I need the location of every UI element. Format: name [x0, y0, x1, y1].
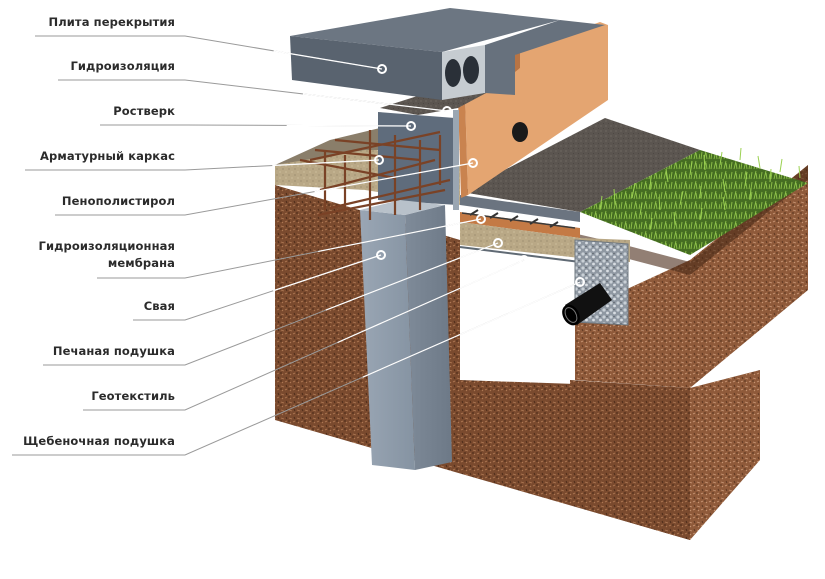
label-line: Печаная подушка: [52, 344, 175, 358]
label-pile: Свая: [144, 298, 175, 315]
label-line: Гидроизоляция: [70, 59, 175, 73]
leader-line-inner-eps: [314, 162, 474, 193]
label-gravel-bed: Щебеночная подушка: [23, 433, 175, 450]
marker-grillage: [406, 121, 416, 131]
marker-geotextile: [519, 255, 529, 265]
label-line: Арматурный каркас: [40, 149, 175, 163]
label-line: Свая: [143, 299, 175, 313]
label-grillage: Ростверк: [113, 103, 175, 120]
leader-lines: [12, 35, 585, 456]
grillage-edge: [453, 110, 459, 210]
label-membrane: Гидроизоляционная мембрана: [39, 238, 175, 272]
marker-sand-bed: [493, 238, 503, 248]
eps-wall-edge: [458, 95, 468, 198]
pile-top: [360, 200, 445, 215]
label-geotextile: Геотекстиль: [91, 388, 175, 405]
label-eps: Пенополистирол: [62, 193, 175, 210]
soil-lower-block: [570, 380, 690, 540]
label-sand-bed: Печаная подушка: [53, 343, 175, 360]
leader-line-inner-rebar-cage: [272, 159, 380, 167]
slab-hollow-1: [445, 59, 461, 87]
leader-line-inner-grillage: [286, 124, 412, 127]
label-waterproofing: Гидроизоляция: [70, 58, 175, 75]
blind-area-eps: [460, 212, 580, 238]
label-line: Ростверк: [113, 104, 175, 118]
wall-vent-pipe: [512, 122, 528, 142]
marker-membrane: [476, 214, 486, 224]
marker-rebar-cage: [374, 155, 384, 165]
label-line: мембрана: [107, 256, 175, 270]
leader-line-inner-geotextile: [337, 259, 525, 344]
slab-top: [290, 8, 560, 52]
label-rebar-cage: Арматурный каркас: [40, 148, 175, 165]
rebar-cage: [299, 130, 451, 220]
leader-line-inner-pile: [273, 254, 382, 292]
grass-blades: [599, 147, 801, 231]
label-line: Пенополистирол: [61, 194, 175, 208]
marker-gravel-bed: [575, 277, 585, 287]
slab-front: [290, 36, 442, 100]
leader-line-inner-waterproofing: [302, 93, 448, 112]
blind-area-top: [462, 118, 700, 212]
blind-area-concrete-edge: [460, 195, 580, 222]
leader-line-inner-slab: [273, 50, 383, 70]
marker-slab: [377, 64, 387, 74]
eps-wall-step-face: [515, 50, 520, 72]
marker-waterproofing: [442, 106, 452, 116]
drain-pipe: [562, 283, 612, 326]
leader-line-inner-gravel-bed: [362, 281, 581, 378]
label-line: Плита перекрытия: [48, 15, 175, 29]
grass-top: [580, 150, 808, 255]
slab-hollow-2: [463, 56, 479, 84]
pile-side: [405, 205, 452, 470]
label-line: Щебеночная подушка: [23, 434, 175, 448]
leader-line-inner-membrane: [318, 218, 482, 253]
label-slab: Плита перекрытия: [49, 14, 175, 31]
slab-next: [485, 20, 605, 95]
marker-pile: [376, 250, 386, 260]
leader-line-inner-sand-bed: [325, 242, 499, 311]
soil-right-face: [690, 370, 760, 540]
label-line: Гидроизоляционная: [38, 239, 175, 253]
marker-eps: [468, 158, 478, 168]
eps-wall-front: [465, 22, 608, 195]
label-line: Геотекстиль: [91, 389, 175, 403]
pile-front: [360, 210, 415, 470]
grillage-top: [380, 92, 488, 115]
